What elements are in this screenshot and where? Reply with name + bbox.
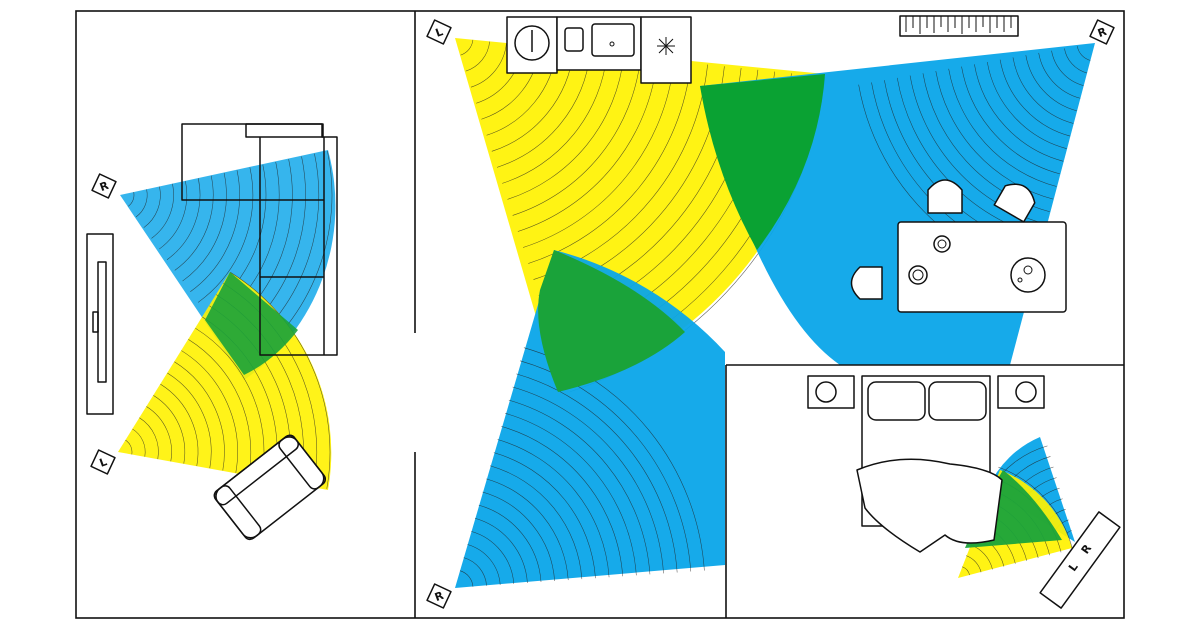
sound-wave-arc <box>516 373 678 573</box>
sound-wave-arc <box>174 361 225 471</box>
sound-wave-arc <box>512 57 641 216</box>
bedroom-console <box>1039 511 1121 609</box>
sound-wave-arc <box>961 66 1060 175</box>
sound-wave-arc <box>1076 46 1091 61</box>
sound-wave-arc <box>146 406 172 462</box>
sound-wave-arc <box>1025 55 1077 112</box>
sound-wave-arc <box>496 52 591 168</box>
sound-wave-arc <box>135 189 148 218</box>
kitchen-overlap-top <box>700 74 825 250</box>
sound-wave-arc <box>1012 57 1074 124</box>
sound-wave-arc <box>459 570 474 587</box>
speaker-kitchen-bottom-right: R <box>426 583 452 609</box>
sound-wave-arc <box>966 555 982 573</box>
speaker-living-left: L <box>90 449 116 475</box>
sound-wave-arc <box>465 41 490 72</box>
sound-wave-arc <box>1064 48 1088 74</box>
sound-wave-arc <box>471 531 515 584</box>
sound-wave-arc <box>522 60 675 248</box>
sound-wave-arc <box>230 271 331 489</box>
sound-wave-arc <box>986 61 1067 149</box>
sound-wave-arc <box>151 183 174 239</box>
bed <box>856 375 1003 553</box>
sound-wave-arc <box>998 466 1073 550</box>
sound-wave-arc <box>160 383 199 466</box>
sound-wave-arc <box>1051 50 1084 86</box>
svg-text:L: L <box>434 25 445 40</box>
armchair <box>213 434 327 541</box>
sound-wave-arc <box>961 566 970 576</box>
sound-wave-arc <box>474 517 528 583</box>
living-room-overlap <box>205 272 298 375</box>
sound-wave-arc <box>174 175 214 271</box>
sound-wave-arc <box>190 170 240 292</box>
sound-wave-arc <box>482 491 555 582</box>
sound-wave-arc <box>159 181 188 250</box>
speaker-living-right: R <box>91 173 117 199</box>
radiator <box>899 15 1019 37</box>
sound-wave-arc <box>528 62 692 264</box>
sound-wave-arc <box>999 59 1071 137</box>
tv-console <box>86 233 114 415</box>
sound-wave-arc <box>497 439 610 578</box>
sound-wave-arc <box>501 426 623 577</box>
nightstand-right <box>997 375 1045 409</box>
sound-wave-arc <box>948 68 1057 187</box>
dining-chair-1 <box>927 179 963 214</box>
sound-wave-arc <box>463 557 487 586</box>
sound-wave-arc <box>517 59 658 232</box>
dining-table <box>897 221 1067 313</box>
sound-wave-arc <box>974 64 1064 162</box>
speaker-kitchen-left: L <box>426 19 452 45</box>
speaker-kitchen-right: R <box>1089 19 1115 45</box>
sound-wave-arc <box>132 428 146 457</box>
sound-wave-arc <box>128 192 135 207</box>
coverage-layer <box>118 38 1095 588</box>
sound-wave-arc <box>125 439 133 455</box>
sound-wave-arc <box>493 452 596 579</box>
sound-wave-arc <box>153 395 186 464</box>
sound-wave-arc <box>508 399 651 575</box>
walls <box>75 10 1125 619</box>
sound-wave-arc <box>467 544 501 585</box>
sound-wave-arc <box>507 55 625 200</box>
sound-wave-arc <box>470 43 507 88</box>
dining-chair-2 <box>993 183 1036 223</box>
sound-wave-arc <box>502 53 608 184</box>
sound-wave-arc <box>139 417 159 460</box>
sound-wave-arc <box>197 167 254 303</box>
sound-wave-arc <box>478 504 542 583</box>
sound-wave-arc <box>182 172 227 282</box>
kitchen-counter <box>506 16 692 84</box>
sound-wave-arc <box>935 71 1054 200</box>
sectional-sofa <box>181 123 338 356</box>
svg-text:L: L <box>98 455 109 470</box>
sound-wave-arc <box>188 339 251 476</box>
sound-wave-arc <box>512 386 664 574</box>
sound-wave-arc <box>489 465 583 580</box>
dining-chair-3 <box>850 266 883 300</box>
nightstand-left <box>807 375 855 409</box>
sound-wave-arc <box>1038 52 1081 99</box>
sound-wave-arc <box>181 350 238 473</box>
sound-wave-arc <box>486 478 569 581</box>
sound-wave-arc <box>166 178 201 260</box>
sound-wave-arc <box>505 413 637 576</box>
kitchen-overlap-lower <box>538 250 685 392</box>
sound-wave-arc <box>143 186 161 228</box>
sound-wave-arc <box>460 39 474 56</box>
sound-wave-arc <box>167 372 212 469</box>
